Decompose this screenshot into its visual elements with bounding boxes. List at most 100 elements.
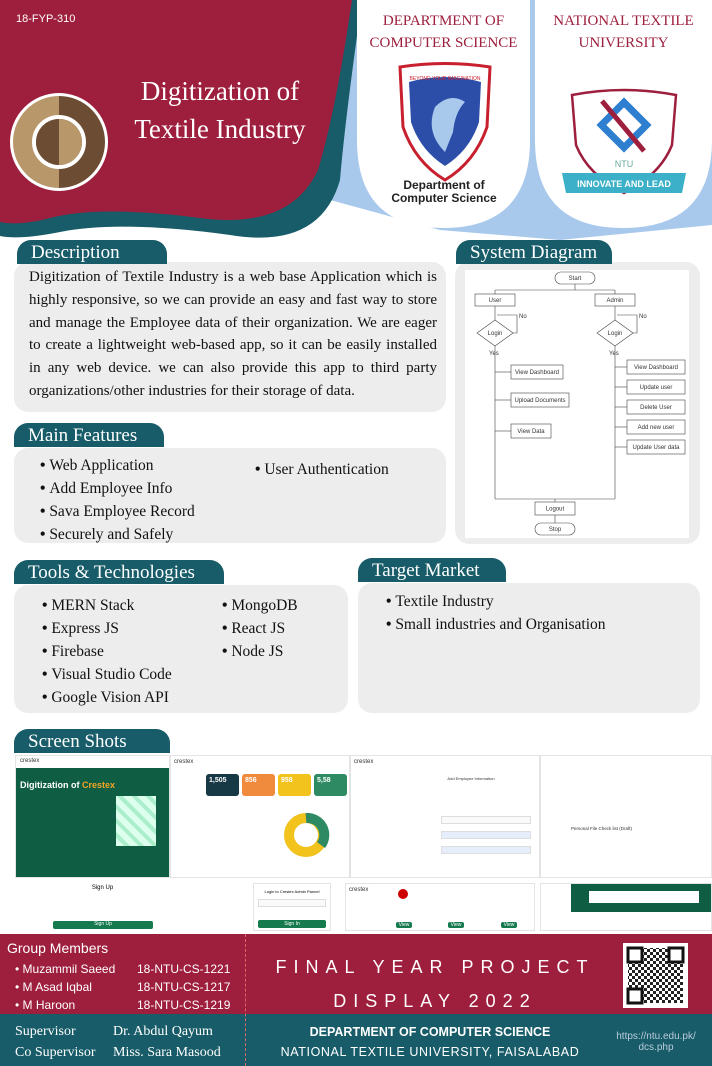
title-line-1: Digitization of <box>140 76 300 106</box>
svg-text:View Data: View Data <box>517 429 545 435</box>
ss-checklist-title: Personal File Check list (Draft) <box>571 826 633 831</box>
main-features-list-left: Web Application Add Employee Info Sava E… <box>40 454 195 546</box>
ss-hero-title: Digitization of <box>20 780 80 790</box>
university-heading-line-1: NATIONAL TEXTILE <box>553 13 694 29</box>
feature-item: Sava Employee Record <box>40 500 194 523</box>
ss-view-profile: View Profile <box>396 922 412 931</box>
dept-heading: DEPARTMENT OF COMPUTER SCIENCE <box>357 10 530 54</box>
description-text: Digitization of Textile Industry is a we… <box>29 269 437 399</box>
ss-login-title: Login to Crestex Admin Pannel <box>264 889 320 894</box>
svg-text:NTU: NTU <box>615 159 634 169</box>
screenshot-search <box>540 883 712 931</box>
donut-chart <box>284 812 330 857</box>
ss-view-profile: View Profile <box>501 922 517 931</box>
university-heading-line-2: UNIVERSITY <box>578 35 669 51</box>
co-supervisor-label: Co Supervisor <box>15 1045 96 1060</box>
ss-signin-button: Sign In <box>258 920 326 928</box>
ss-view-profile: View Profile <box>448 922 464 931</box>
target-market-heading: Target Market <box>358 558 506 582</box>
svg-text:Login: Login <box>608 331 623 337</box>
screenshot-landing: crestex Digitization of Crestex <box>15 755 170 878</box>
banner-line-1: FINAL YEAR PROJECT <box>275 957 595 977</box>
ss-signup-title: Sign Up <box>91 885 114 891</box>
footer-url[interactable]: https://ntu.edu.pk/ dcs.php <box>616 1031 696 1053</box>
ss-form-title: Add Employee Information <box>447 776 495 781</box>
stat-card: 1,505 <box>206 774 239 796</box>
svg-text:No: No <box>639 314 647 320</box>
tool-item: Express JS <box>42 617 172 640</box>
main-features-list-right: User Authentication <box>255 458 388 481</box>
ss-brand: crestex <box>174 759 194 765</box>
feature-item: Securely and Safely <box>40 523 195 546</box>
svg-text:View Dashboard: View Dashboard <box>634 365 678 371</box>
banner-line-2: DISPLAY 2022 <box>333 991 537 1011</box>
svg-text:User: User <box>489 298 502 304</box>
project-code: 18-FYP-310 <box>16 13 76 25</box>
ss-brand: crestex <box>354 759 374 765</box>
svg-text:No: No <box>519 314 527 320</box>
svg-text:INNOVATE AND LEAD: INNOVATE AND LEAD <box>577 179 671 189</box>
tools-list-right: MongoDB React JS Node JS <box>222 594 298 663</box>
feature-item: User Authentication <box>255 458 388 481</box>
svg-text:Stop: Stop <box>549 527 562 533</box>
footer-institution: DEPARTMENT OF COMPUTER SCIENCE NATIONAL … <box>250 1022 610 1062</box>
svg-text:Update user: Update user <box>640 385 673 391</box>
svg-text:Yes: Yes <box>489 351 499 357</box>
tool-item: MongoDB <box>222 594 297 617</box>
qr-code <box>623 943 688 1008</box>
university-heading: NATIONAL TEXTILE UNIVERSITY <box>535 10 712 54</box>
svg-text:Delete User: Delete User <box>640 405 672 411</box>
screenshot-profiles: crestex View Profile View Profile View P… <box>345 883 535 931</box>
ss-brand: crestex <box>20 758 40 764</box>
tool-item: Firebase <box>42 640 172 663</box>
ss-brand: crestex <box>349 887 369 893</box>
flow-stop <box>534 522 576 536</box>
market-item: Textile Industry <box>386 590 606 613</box>
dept-logo-caption: Department of Computer Science <box>380 179 508 205</box>
ss-hero-brand: Crestex <box>82 780 116 790</box>
tool-item: Node JS <box>222 640 298 663</box>
svg-text:Yes: Yes <box>609 351 619 357</box>
event-banner: FINAL YEAR PROJECT DISPLAY 2022 <box>250 950 620 1018</box>
footer-university: NATIONAL TEXTILE UNIVERSITY, FAISALABAD <box>280 1045 580 1059</box>
dept-heading-line-1: DEPARTMENT OF <box>382 13 505 29</box>
feature-item: Add Employee Info <box>40 477 195 500</box>
svg-text:Update User data: Update User data <box>632 445 680 451</box>
feature-item: Web Application <box>40 454 195 477</box>
project-logo <box>10 93 108 191</box>
co-supervisor-name: Miss. Sara Masood <box>113 1045 221 1060</box>
description-panel <box>14 262 446 412</box>
tool-item: MERN Stack <box>42 594 172 617</box>
stat-card: 856 <box>242 774 275 796</box>
description-heading: Description <box>17 240 167 264</box>
tool-item: Visual Studio Code <box>42 663 172 686</box>
main-features-heading: Main Features <box>14 423 164 447</box>
tool-item: React JS <box>222 617 298 640</box>
dept-heading-line-2: COMPUTER SCIENCE <box>369 35 518 51</box>
footer-dept: DEPARTMENT OF COMPUTER SCIENCE <box>309 1025 551 1039</box>
screenshot-dashboard: crestex 1,505 856 958 5,58 <box>170 755 350 878</box>
svg-text:Start: Start <box>569 276 582 282</box>
dept-caption-line-2: Computer Science <box>391 191 497 205</box>
screenshots-heading: Screen Shots <box>14 729 170 753</box>
supervisor-label: Supervisor <box>15 1024 76 1039</box>
screenshot-signup: Sign Up Sign Up <box>50 883 155 931</box>
footer-bottom <box>0 1014 712 1066</box>
members-heading: Group Members <box>7 940 109 956</box>
svg-text:Login: Login <box>488 331 503 337</box>
svg-text:Upload Documents: Upload Documents <box>514 398 565 404</box>
screenshot-admin-login: Login to Crestex Admin Pannel Sign In <box>253 883 331 931</box>
stat-card: 5,58 <box>314 774 347 796</box>
screenshot-add-employee: crestex Add Employee Information <box>350 755 540 878</box>
screenshots-area: crestex Digitization of Crestex crestex … <box>0 753 712 931</box>
footer-top <box>0 934 712 1014</box>
stat-card: 958 <box>278 774 311 796</box>
title-line-2: Textile Industry <box>134 114 306 144</box>
system-flowchart: Start User Admin Login Login No No Yes Yes… <box>465 270 689 538</box>
svg-text:View Dashboard: View Dashboard <box>515 370 559 376</box>
svg-text:Admin: Admin <box>606 298 623 304</box>
